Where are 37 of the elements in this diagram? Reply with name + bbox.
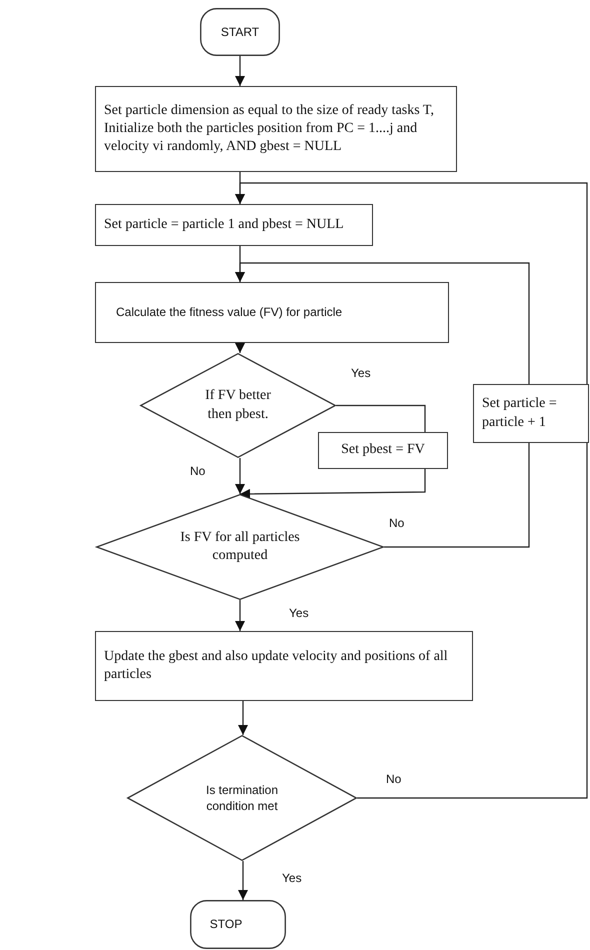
- step-text: Set particle = particle 1 and pbest = NULL: [104, 216, 344, 234]
- process-box: [95, 631, 473, 701]
- edge-label: Yes: [350, 366, 372, 380]
- process-box: [473, 384, 589, 443]
- step-text: Calculate the fitness value (FV) for particle: [116, 304, 342, 321]
- arrow: [238, 701, 248, 735]
- process-box: [318, 432, 448, 469]
- step-text: Set particle = particle + 1: [482, 395, 558, 432]
- step-text: START: [220, 24, 260, 40]
- arrow: [235, 182, 588, 799]
- arrow: [235, 458, 245, 494]
- edge-label: No: [385, 772, 402, 786]
- terminal-shape: [200, 8, 280, 56]
- decision-text: If FV better then pbest.: [204, 387, 272, 424]
- process-box: [95, 204, 373, 246]
- edge-label: No: [388, 516, 406, 530]
- edge-label: Yes: [281, 871, 303, 885]
- arrow: [235, 343, 245, 353]
- step-text: STOP: [210, 916, 242, 933]
- step-text: Update the gbest and also update velocity and positions of all particles: [104, 648, 449, 684]
- arrow: [238, 861, 248, 900]
- decision-text: Is FV for all particles computed: [180, 528, 300, 565]
- edge-label: No: [189, 464, 206, 478]
- arrow: [235, 600, 245, 631]
- decision-diamond: [96, 494, 384, 600]
- decision-text: Is termination condition met: [204, 782, 280, 814]
- arrow: [235, 56, 245, 86]
- arrow: [235, 262, 530, 384]
- terminal-shape: [190, 900, 286, 949]
- decision-diamond: [140, 353, 336, 458]
- process-box: [95, 86, 457, 172]
- step-text: Set pbest = FV: [341, 441, 425, 460]
- step-text: Set particle dimension as equal to the size of ready tasks T, Initialize both the particles position from PC = 1....j and velocity vi randomly, AND gbest = NULL: [104, 102, 435, 156]
- arrow: [240, 469, 426, 499]
- edge-label: Yes: [288, 606, 310, 620]
- process-box: [95, 282, 449, 343]
- decision-diamond: [127, 735, 357, 861]
